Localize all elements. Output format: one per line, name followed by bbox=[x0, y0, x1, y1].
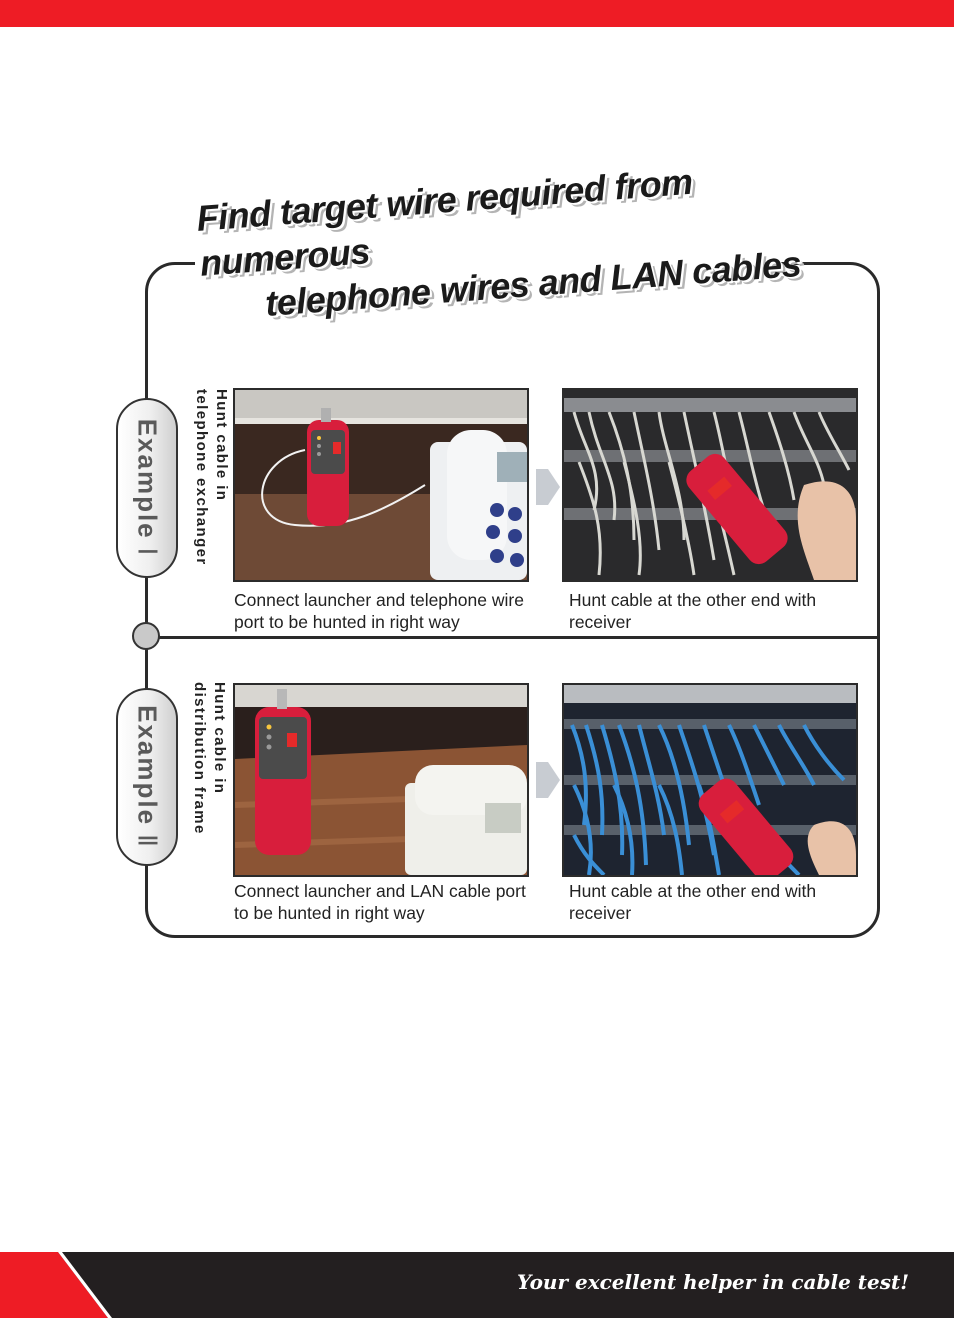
example-2-caption-left: Connect launcher and LAN cable port to b… bbox=[234, 881, 526, 923]
footer-slogan: Your excellent helper in cable test! bbox=[517, 1270, 909, 1294]
example-2-side-label-line-1: Hunt cable in bbox=[211, 682, 228, 795]
patch-panel-gray-cables-photo bbox=[562, 388, 858, 582]
example-1-tab-label: ExampleⅠ bbox=[132, 419, 163, 558]
patch-panel-blue-cables-photo bbox=[562, 683, 858, 877]
top-red-bar bbox=[0, 0, 954, 27]
step-arrow-1 bbox=[532, 457, 562, 517]
footer-red-wedge bbox=[0, 1252, 112, 1318]
section-divider bbox=[150, 636, 878, 639]
example-1-word: Example bbox=[132, 418, 163, 540]
example-1-side-label-line-2: telephone exchanger bbox=[193, 389, 210, 566]
example-1-caption-right: Hunt cable at the other end with receive… bbox=[569, 590, 817, 632]
example-2-side-label-line-2: distribution frame bbox=[191, 682, 208, 835]
example-2-numeral: Ⅱ bbox=[132, 834, 162, 849]
example-1-side-label: Hunt cable in telephone exchanger bbox=[191, 389, 231, 566]
example-2-tab-label: ExampleⅡ bbox=[132, 705, 163, 849]
divider-knob bbox=[132, 622, 160, 650]
example-2-word: Example bbox=[132, 705, 163, 827]
example-1-caption-left: Connect launcher and telephone wire port… bbox=[234, 590, 524, 632]
example-2-caption-right: Hunt cable at the other end with receive… bbox=[569, 881, 817, 923]
title-backdrop bbox=[195, 240, 770, 280]
example-1-side-label-line-1: Hunt cable in bbox=[213, 389, 230, 502]
example-1-numeral: Ⅰ bbox=[132, 547, 162, 558]
step-arrow-2 bbox=[532, 750, 562, 810]
cable-tracer-telephone-photo bbox=[233, 388, 529, 582]
example-2-tab: ExampleⅡ bbox=[116, 688, 178, 866]
footer-bar bbox=[0, 1252, 954, 1318]
example-2-side-label: Hunt cable in distribution frame bbox=[189, 682, 229, 835]
example-1-tab: ExampleⅠ bbox=[116, 398, 178, 578]
cable-tracer-desk-photo bbox=[233, 683, 529, 877]
